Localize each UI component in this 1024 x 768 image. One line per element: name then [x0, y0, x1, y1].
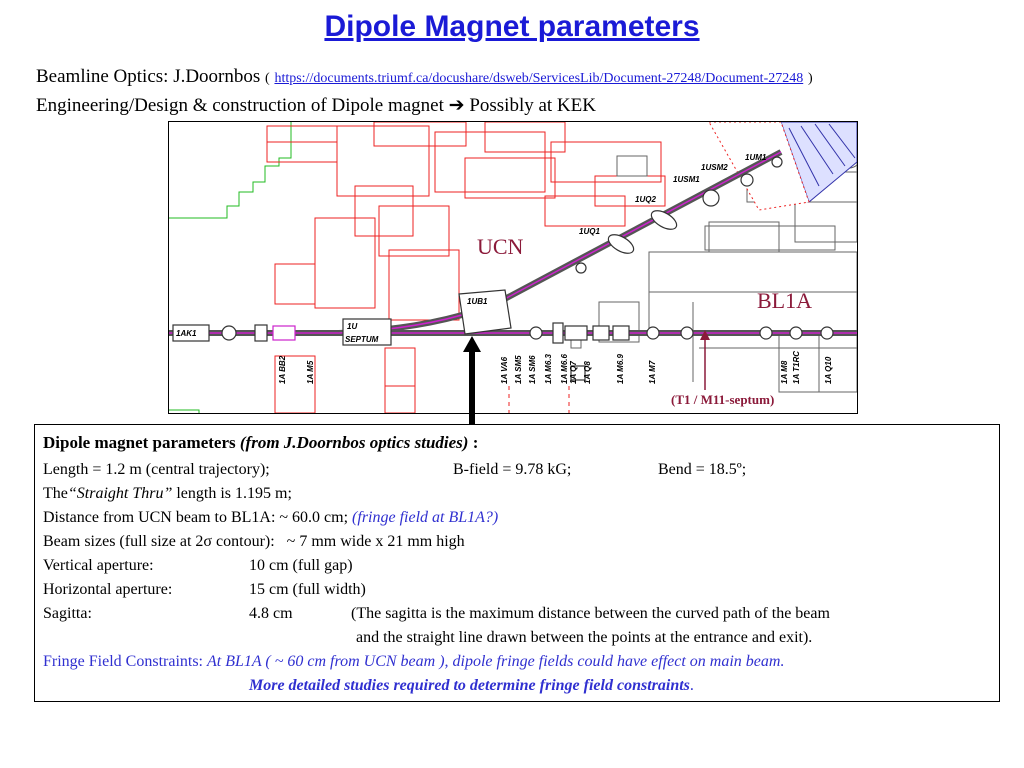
parameters-box: Dipole magnet parameters (from J.Doornbo… — [34, 424, 1000, 702]
t1-pointer-arrowhead — [700, 330, 710, 340]
label-1u: 1U — [347, 322, 357, 331]
label-1uq1: 1UQ1 — [579, 227, 600, 236]
heading-bold: Dipole magnet parameters — [43, 433, 236, 452]
device-label: 1A T1RC — [792, 351, 801, 384]
label-1um1: 1UM1 — [745, 153, 767, 162]
bfield-text: B-field = 9.78 kG; — [453, 461, 572, 478]
right-arrow-icon: ➔ — [448, 95, 465, 116]
beam-value: ~ 7 mm wide x 21 mm high — [286, 533, 465, 550]
sagitta-note-1: (The sagitta is the maximum distance bet… — [351, 605, 830, 622]
device-label: 1A Q10 — [824, 356, 833, 384]
device-label: 1A M5 — [306, 360, 315, 384]
beam-label: Beam sizes (full size at 2σ contour): — [43, 533, 275, 550]
engineering-text: Engineering/Design & construction of Dip… — [36, 95, 444, 116]
fringe-label: Fringe Field Constraints: — [43, 653, 203, 670]
label-1uq2: 1UQ2 — [635, 195, 656, 204]
length-text: Length = 1.2 m (central trajectory); — [43, 461, 270, 478]
optics-label: Beamline Optics: J.Doornbos — [36, 66, 261, 87]
document-link[interactable]: https://documents.triumf.ca/docushare/ds… — [274, 71, 804, 86]
heading-colon: : — [472, 433, 479, 452]
distance-line: Distance from UCN beam to BL1A: ~ 60.0 c… — [43, 509, 498, 527]
beam-size-line: Beam sizes (full size at 2σ contour): ~ … — [43, 533, 465, 551]
straight-thru-line: The“Straight Thru” length is 1.195 m; — [43, 485, 292, 503]
label-1usm1: 1USM1 — [673, 175, 700, 184]
label-1ub1: 1UB1 — [467, 297, 488, 306]
beamline-layout-svg: 1AK1 1U SEPTUM 1UB1 1UQ1 1UQ2 1USM1 1USM… — [169, 122, 857, 413]
device-label: 1A M8 — [780, 360, 789, 384]
engineering-line: Engineering/Design & construction of Dip… — [36, 94, 596, 117]
paren-open: ( — [265, 71, 270, 86]
distance-text: Distance from UCN beam to BL1A: ~ 60.0 c… — [43, 509, 349, 526]
device-label: 1A SM5 — [514, 355, 523, 384]
sagitta-label: Sagitta: — [43, 605, 92, 622]
hatched-region — [708, 122, 857, 211]
bend-text: Bend = 18.5º; — [658, 461, 747, 478]
device-label: 1A VA6 — [500, 356, 509, 384]
red-building-outlines — [266, 122, 666, 413]
green-wall-outline — [169, 122, 292, 413]
fringe-period: . — [689, 677, 694, 694]
beamline-layout-diagram: 1AK1 1U SEPTUM 1UB1 1UQ1 1UQ2 1USM1 1USM… — [168, 121, 858, 414]
fringe-line: Fringe Field Constraints: At BL1A ( ~ 60… — [43, 653, 784, 671]
label-t1-septum: (T1 / M11-septum) — [671, 392, 774, 407]
label-ucn: UCN — [477, 234, 524, 259]
device-label: 1A BB2 — [278, 355, 287, 384]
fringe-more: More detailed studies required to determ… — [249, 677, 690, 694]
label-1usm2: 1USM2 — [701, 163, 728, 172]
label-bl1a: BL1A — [757, 288, 812, 313]
device-label: 1A Q7 — [569, 361, 578, 384]
paren-close: ) — [807, 71, 813, 86]
beamline-optics-line: Beamline Optics: J.Doornbos ( https://do… — [36, 66, 813, 88]
page-title: Dipole Magnet parameters — [324, 10, 700, 43]
heading-italic: (from J.Doornbos optics studies) — [239, 433, 469, 452]
up-arrow-icon — [463, 336, 481, 428]
sagitta-value: 4.8 cm — [249, 605, 293, 622]
fringe-text: At BL1A ( ~ 60 cm from UCN beam ), dipol… — [207, 653, 785, 670]
params-heading: Dipole magnet parameters (from J.Doornbo… — [43, 433, 478, 453]
sagitta-note-2: and the straight line drawn between the … — [356, 629, 813, 646]
horizontal-label: Horizontal aperture: — [43, 581, 173, 598]
straight-prefix: The — [43, 485, 68, 502]
fringe-more-line: More detailed studies required to determ… — [249, 677, 694, 695]
device-label: 1A M6.3 — [544, 354, 553, 384]
label-1ak1: 1AK1 — [176, 329, 197, 338]
device-label: 1A M6.6 — [560, 354, 569, 384]
vertical-label: Vertical aperture: — [43, 557, 154, 574]
kek-text: Possibly at KEK — [469, 95, 596, 116]
device-label: 1A SM6 — [528, 355, 537, 384]
device-label: 1A M6.9 — [616, 354, 625, 384]
beamline-elements — [172, 156, 834, 381]
device-label: 1A Q8 — [583, 361, 592, 384]
label-septum: SEPTUM — [345, 335, 379, 344]
straight-italic: “Straight Thru” — [67, 485, 173, 502]
horizontal-value: 15 cm (full width) — [249, 581, 366, 598]
distance-note: (fringe field at BL1A?) — [352, 509, 499, 526]
vertical-value: 10 cm (full gap) — [249, 557, 353, 574]
straight-suffix: length is 1.195 m; — [176, 485, 292, 502]
device-label: 1A M7 — [648, 360, 657, 384]
